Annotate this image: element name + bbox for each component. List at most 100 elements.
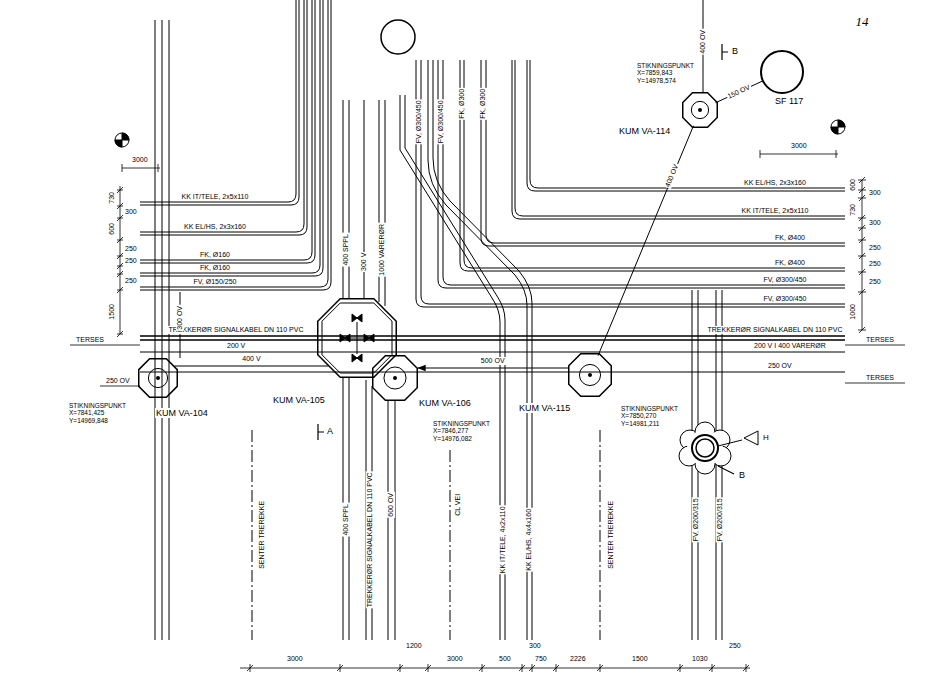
manhole-octagon [139,359,178,398]
drawing-label: 600 [849,178,857,192]
dimension-line [117,150,866,672]
pipe-connector [418,368,568,369]
drawing-label: KK EL/HS, 2x3x160 [183,223,247,231]
drawing-label: 600 OV [387,492,395,518]
drawing-label: 3000 [131,156,149,164]
dimension-line [250,664,746,672]
drawing-label: FV, Ø200/315 [691,497,699,542]
manhole-name: SF 117 [774,96,804,106]
survey-point-note: STIKNINGSPUNKT X=7850,270 Y=14981,211 [620,405,679,427]
drawing-label: KK EL/HS, 2x3x160 [743,179,807,187]
benchmark-symbol [838,120,845,127]
drawing-label: 750 [534,655,548,663]
hydrant-symbol [744,431,758,445]
center-line [252,430,600,640]
hydrant-symbol [696,439,714,457]
leader-line [70,345,905,386]
drawing-label: 300 [528,642,542,650]
manhole-octagon [569,354,612,397]
survey-point-note: STIKNINGSPUNKT X=7859,843 Y=14978,574 [636,62,695,84]
section-marker [718,466,734,474]
drawing-label: TREKKERØR SIGNALKABEL DN 110 PVC [707,326,844,334]
pipe-line [140,0,307,235]
pipe-line [140,352,845,372]
benchmark-symbol [122,133,129,140]
dimension-line [117,187,123,337]
manhole-node: STIKNINGSPUNKT X=7841,425 Y=14969,848KUM… [138,358,178,398]
pipe-line [140,0,328,287]
pipe-line [140,0,315,263]
manhole-ring [579,364,600,385]
pipe-label: 400 OV [664,163,681,190]
manhole-name: KUM VA-106 [418,398,472,408]
manhole-dot [698,108,702,112]
manhole-node: KUM VA-105 [317,298,397,378]
drawing-label: FV, Ø200/315 [715,497,723,542]
drawing-label: 3000 [446,655,464,663]
pipe-label: 400 V [241,355,261,363]
pipe-line [140,0,312,260]
drawing-label: B [738,471,746,481]
valve-symbol [340,314,374,362]
drawing-label: 3000 [286,655,304,663]
drawing-label: 400 SPPL [342,233,350,267]
hydrant-symbol [687,430,723,466]
pipe-line [486,60,845,243]
hydrant-symbol [718,440,742,446]
drawing-label: FK, Ø400 [774,259,806,267]
manhole-node: KUM VA-115STIKNINGSPUNKT X=7850,270 Y=14… [568,353,612,397]
valve-symbol [340,334,350,342]
manhole-inner-octagon [322,303,392,373]
pipe-line [140,0,320,273]
drawing-label: A [326,427,334,437]
drawing-label: TREKKERØR SIGNALKABEL DN 110 PVC [365,471,373,608]
drawing-label: KK IT/TELE, 4x2x110 [498,505,506,574]
drawing-label: FK, Ø300 [458,88,466,120]
manhole-circle [381,20,415,54]
manhole-name: KUM VA-115 [518,403,571,413]
drawing-label: TERSES [75,336,105,344]
drawing-label: TERSES [865,336,895,344]
drawing-label: 300 V [360,252,368,272]
drawing-label: FV, Ø300/450 [763,295,808,303]
drawing-label: 2226 [569,655,587,663]
well-circle [761,51,803,93]
manhole-name: KUM VA-104 [155,408,209,418]
manhole-dot [588,373,592,377]
drawing-label: 250 [868,244,882,252]
drawing-label: 1500 [631,655,649,663]
leader-line [70,345,905,386]
drawing-label: FK, Ø160 [199,251,231,259]
drawing-label: 500 [498,655,512,663]
drawing-label: 1500 [108,303,116,321]
pipe-connector [174,366,328,367]
drawing-label: 250 [124,245,138,253]
survey-point-note: STIKNINGSPUNKT X=7841,425 Y=14969,848 [68,402,127,424]
pipe-line [343,100,385,306]
hydrant-symbol [692,435,718,461]
benchmark-symbol [115,140,122,147]
dimension-line [859,177,865,333]
drawing-label: 400 SPPL [342,503,350,537]
drawing-label: 1000 [849,303,857,321]
drawing-label: H [762,434,770,443]
drawing-label: SENTER TREREKKE [607,500,615,570]
manhole-node: SF 117 [760,50,804,94]
drawing-label: 250 [124,257,138,265]
drawing-label: 300 [868,219,882,227]
pipe-line [512,60,845,219]
benchmark-symbol [831,120,845,134]
pipe-line [433,60,532,640]
drawing-label: CL VEI [454,493,462,517]
drawing-label: 300 [124,208,138,216]
dimension-line [760,150,838,158]
pipe-label: 150 OV [725,83,752,101]
drawing-label: 730 [108,191,116,205]
drawing-label: 200 V I 400 VARERØR [753,342,827,350]
drawing-label: 400 OV [699,29,707,55]
manhole-ring [384,367,406,389]
drawing-label: 1200 [405,642,423,650]
manhole-octagon [683,93,718,128]
section-marker [722,44,728,60]
